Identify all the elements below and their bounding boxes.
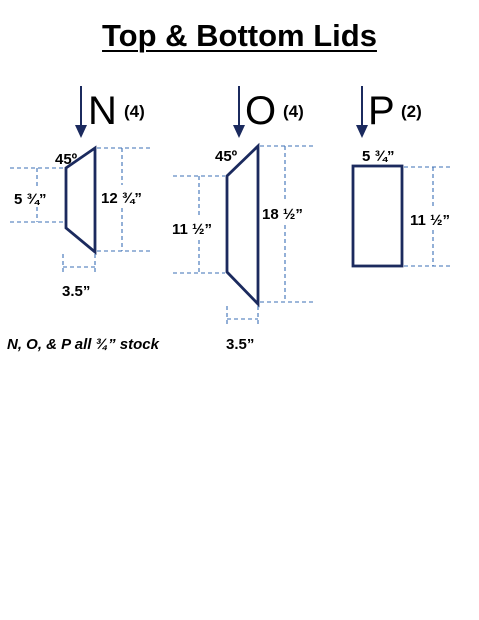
piece-n-letter: N: [88, 89, 117, 133]
piece-n-angle: 45º: [55, 151, 78, 168]
piece-n-right-height: 12 ¾”: [101, 190, 142, 207]
piece-o-left-height: 11 ½”: [172, 221, 212, 238]
piece-p-right-height: 11 ½”: [410, 212, 450, 229]
piece-o-angle: 45º: [215, 148, 238, 165]
piece-o-right-height: 18 ½”: [262, 206, 303, 223]
arrow-o-icon: [233, 125, 245, 138]
piece-p-count: (2): [401, 102, 422, 121]
piece-p-outline: [351, 164, 404, 268]
arrow-p-icon: [356, 125, 368, 138]
piece-p-letter: P: [368, 89, 395, 133]
page-title: Top & Bottom Lids: [102, 18, 377, 53]
stock-note: N, O, & P all ¾” stock: [7, 336, 160, 353]
piece-o: O (4) 45º 11 ½” 18 ½” 3.5”: [172, 86, 313, 353]
arrow-n-icon: [75, 125, 87, 138]
piece-n: N (4) 45º 5 ¾” 12 ¾” 3.5”: [10, 86, 152, 300]
piece-n-left-height: 5 ¾”: [14, 191, 47, 208]
piece-o-letter: O: [245, 89, 276, 133]
piece-n-outline: [64, 145, 97, 255]
piece-p-top-width: 5 ¾”: [362, 148, 395, 165]
piece-n-count: (4): [124, 102, 145, 121]
piece-p: P (2) 5 ¾” 11 ½”: [351, 86, 450, 268]
piece-o-width: 3.5”: [226, 336, 254, 353]
piece-o-outline: [225, 142, 260, 308]
piece-o-count: (4): [283, 102, 304, 121]
piece-n-width: 3.5”: [62, 283, 90, 300]
